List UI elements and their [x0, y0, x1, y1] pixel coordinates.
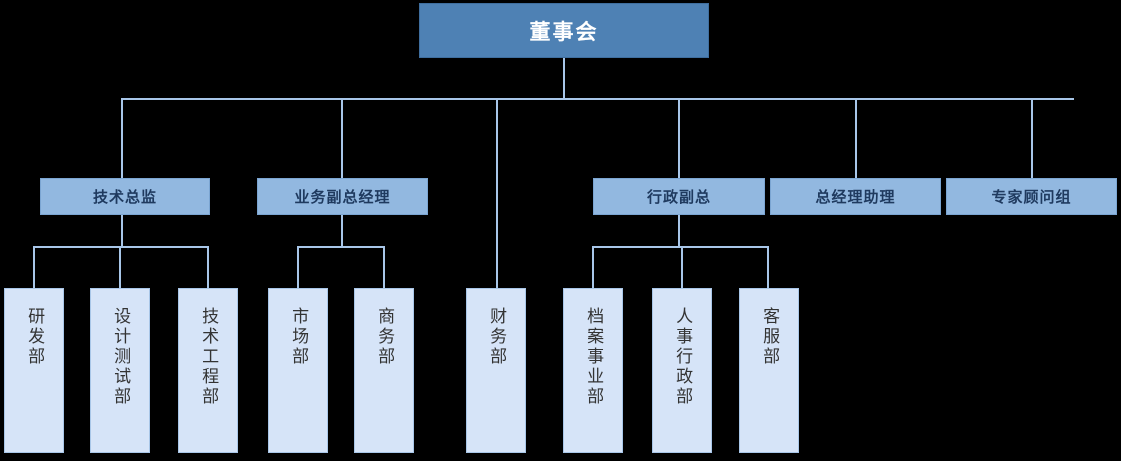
node-commerce-dept[interactable]: 商务部 — [354, 288, 414, 453]
node-business-vp[interactable]: 业务副总经理 — [257, 178, 428, 215]
connector-drop-tech-eng-dept — [207, 246, 209, 288]
node-label: 市场部 — [289, 307, 309, 367]
connector-drop-finance-dept — [496, 98, 498, 288]
connector-drop-expert-group — [1031, 98, 1033, 178]
node-label: 行政副总 — [646, 189, 711, 206]
node-hr-admin-dept[interactable]: 人事行政部 — [652, 288, 712, 453]
node-rd-dept[interactable]: 研发部 — [4, 288, 64, 453]
node-label: 技术工程部 — [199, 307, 219, 407]
node-label: 技术总监 — [92, 189, 157, 206]
node-label: 总经理助理 — [815, 189, 896, 206]
connector-drop-admin-vp — [678, 98, 680, 178]
node-label: 商务部 — [375, 307, 395, 367]
node-tech-director[interactable]: 技术总监 — [40, 178, 210, 215]
node-design-test-dept[interactable]: 设计测试部 — [90, 288, 150, 453]
connector-tech-bus — [33, 246, 209, 248]
connector-drop-commerce-dept — [383, 246, 385, 288]
connector-drop-tech-director — [121, 98, 123, 178]
node-gm-assistant[interactable]: 总经理助理 — [770, 178, 941, 215]
node-admin-vp[interactable]: 行政副总 — [593, 178, 765, 215]
node-tech-engineering-dept[interactable]: 技术工程部 — [178, 288, 238, 453]
connector-drop-hr-admin-dept — [681, 246, 683, 288]
node-marketing-dept[interactable]: 市场部 — [268, 288, 328, 453]
connector-business-bus — [297, 246, 385, 248]
node-label: 人事行政部 — [673, 307, 693, 407]
node-label: 专家顾问组 — [991, 189, 1072, 206]
node-expert-advisory-group[interactable]: 专家顾问组 — [946, 178, 1117, 215]
connector-business-trunk — [341, 214, 343, 248]
node-label: 财务部 — [487, 307, 507, 367]
node-finance-dept[interactable]: 财务部 — [466, 288, 526, 453]
node-label: 档案事业部 — [584, 307, 604, 407]
connector-drop-rd-dept — [33, 246, 35, 288]
connector-drop-design-test-dept — [119, 246, 121, 288]
node-board-of-directors[interactable]: 董事会 — [419, 3, 709, 58]
node-label: 客服部 — [760, 307, 780, 367]
connector-admin-trunk — [678, 214, 680, 248]
connector-admin-bus — [592, 246, 768, 248]
connector-drop-gm-assistant — [855, 98, 857, 178]
connector-root-trunk — [563, 58, 565, 100]
node-archives-division[interactable]: 档案事业部 — [563, 288, 623, 453]
connector-drop-archives-dept — [592, 246, 594, 288]
node-label: 设计测试部 — [111, 307, 131, 407]
node-customer-service-dept[interactable]: 客服部 — [739, 288, 799, 453]
connector-drop-business-vp — [341, 98, 343, 178]
node-label: 研发部 — [25, 307, 45, 367]
connector-drop-customer-service-dept — [767, 246, 769, 288]
node-label: 业务副总经理 — [294, 189, 391, 206]
connector-drop-market-dept — [297, 246, 299, 288]
node-label: 董事会 — [529, 20, 599, 44]
connector-level2-bus — [121, 98, 1074, 100]
connector-tech-trunk — [121, 214, 123, 248]
